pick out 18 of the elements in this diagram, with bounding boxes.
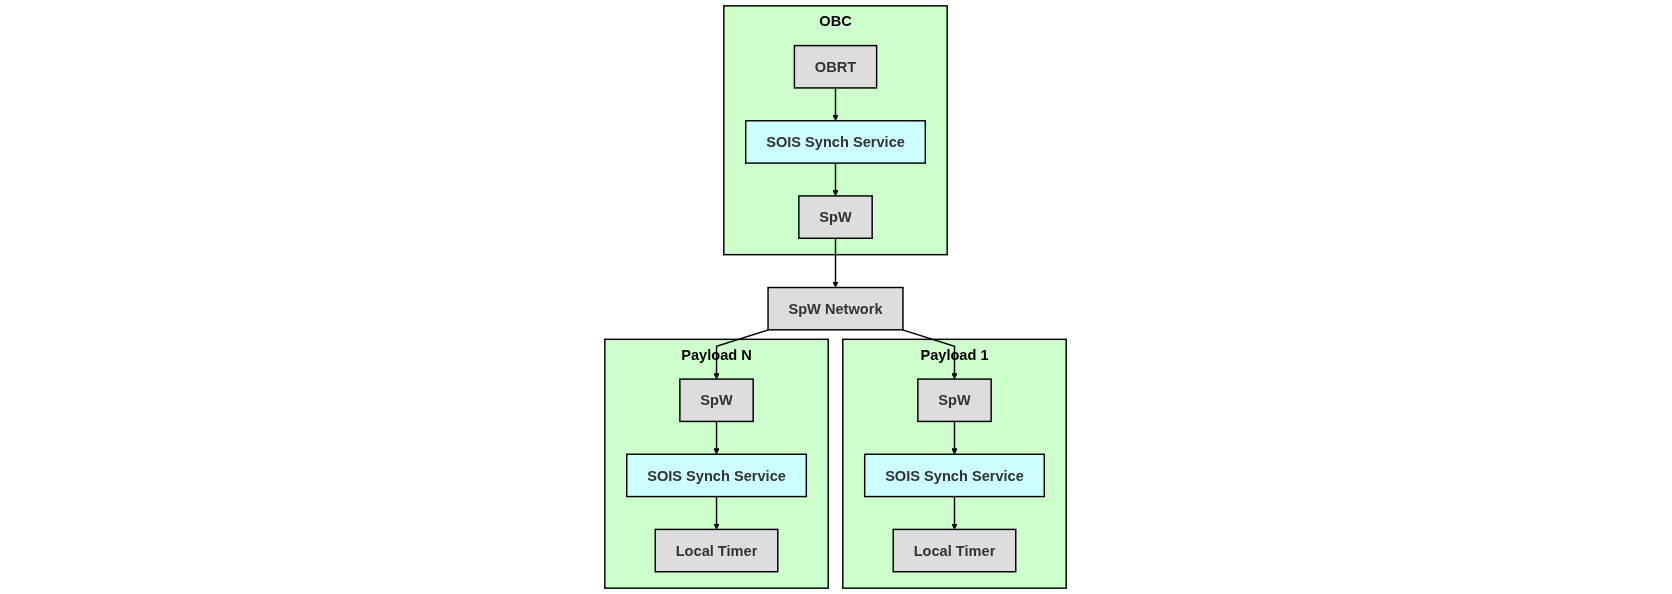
arrow	[713, 495, 721, 530]
node-box: SpW	[917, 378, 993, 423]
node-box: SpW Network	[767, 286, 905, 331]
arrow	[951, 495, 959, 530]
node-box: SpW	[798, 195, 874, 239]
node-box: SOIS Synch Service	[864, 453, 1046, 498]
arrow	[832, 162, 840, 197]
node-box: SpW	[679, 378, 755, 423]
arrow	[832, 237, 840, 288]
node-box: Local Timer	[893, 528, 1017, 573]
node-box: SOIS Synch Service	[745, 120, 927, 164]
arrow	[713, 420, 721, 455]
node-box: SOIS Synch Service	[626, 453, 808, 498]
node-box: OBRT	[794, 44, 878, 89]
arrow	[713, 329, 770, 380]
arrow	[951, 420, 959, 455]
arrow	[832, 87, 840, 122]
node-box: Local Timer	[655, 528, 779, 573]
